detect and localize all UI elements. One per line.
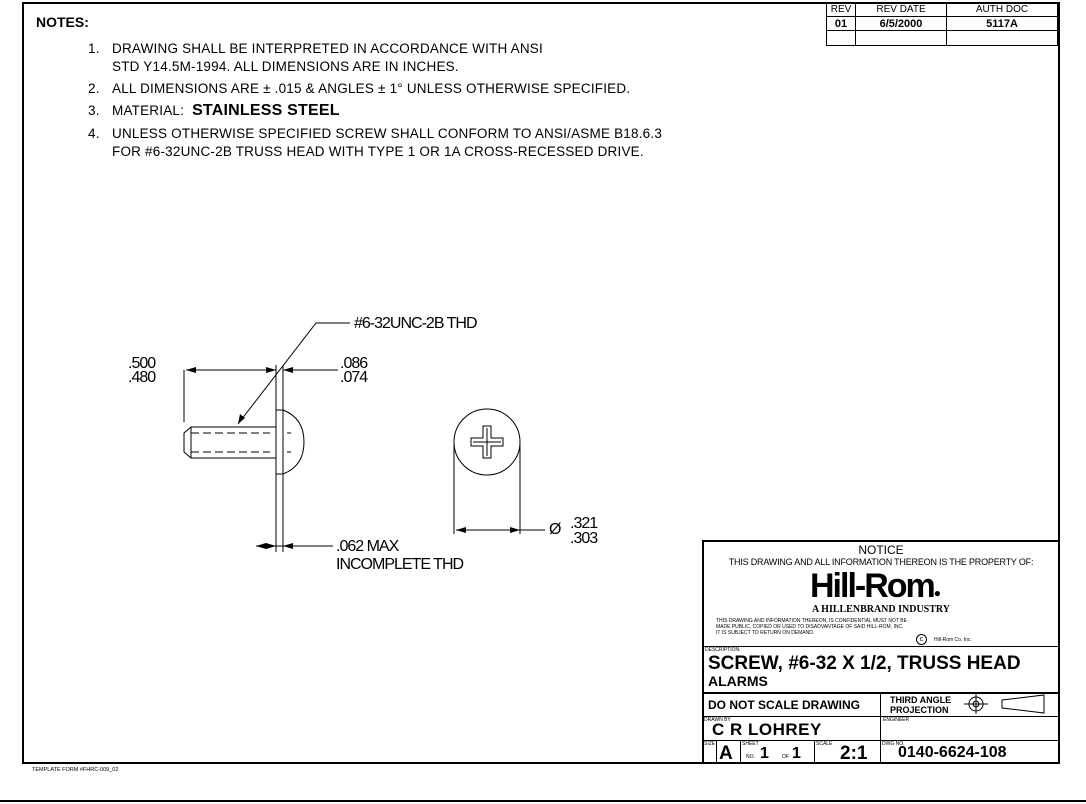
tb-divider: [702, 692, 1060, 694]
cross-recess-inner: [473, 428, 501, 456]
incomplete-value: .062 MAX: [336, 538, 399, 555]
copyright-icon: c: [916, 634, 927, 645]
empty-cell: [946, 30, 1058, 46]
tb-divider: [814, 740, 815, 764]
sheet-no-label: NO.: [746, 754, 755, 760]
incomplete-label: INCOMPLETE THD: [336, 556, 464, 573]
description: SCREW, #6-32 X 1/2, TRUSS HEAD: [708, 653, 1021, 674]
thread-spec: #6-32UNC-2B THD: [354, 315, 478, 332]
head-min: .074: [340, 369, 368, 386]
notice-line: THIS DRAWING AND ALL INFORMATION THEREON…: [728, 557, 1034, 567]
scale-value: 2:1: [840, 743, 868, 764]
arrowhead: [186, 367, 196, 373]
truss-head: [275, 409, 305, 475]
head-recess: [287, 432, 293, 453]
note-4: 4.UNLESS OTHERWISE SPECIFIED SCREW SHALL…: [88, 126, 663, 141]
material-value: STAINLESS STEEL: [192, 102, 340, 119]
description-label: DESCRIPTION:: [705, 647, 741, 653]
logo-dot: ●: [933, 586, 941, 600]
arrowhead: [238, 414, 245, 424]
copyright-text: Hill-Rom Co. Inc.: [934, 637, 972, 643]
drawn-by-label: DRAWN BY: [704, 717, 731, 723]
notes-title: NOTES:: [36, 14, 89, 30]
sheet-of: 1: [792, 745, 801, 762]
arrowhead: [510, 527, 520, 533]
tb-divider: [740, 740, 741, 764]
head-top-view: [453, 408, 521, 476]
confidential-line-2: MADE PUBLIC, COPIED OR USED TO DISADVANT…: [716, 624, 904, 630]
tb-divider: [880, 740, 881, 764]
thread-leader: [237, 322, 350, 425]
arrowhead: [283, 543, 293, 549]
arrowhead: [266, 367, 276, 373]
subsidiary: A HILLENBRAND INDUSTRY: [812, 604, 951, 615]
revision-table: REV REV DATE AUTH DOC 01 6/5/2000 5117A: [826, 2, 1058, 46]
size-value: A: [719, 743, 733, 764]
template-form: TEMPLATE FORM #FHRC-009_02: [32, 767, 119, 773]
note-1: 1.DRAWING SHALL BE INTERPRETED IN ACCORD…: [88, 41, 543, 56]
drawing-border: [22, 2, 1060, 764]
screw-shank: [183, 426, 276, 459]
tb-divider: [702, 646, 1060, 647]
note-2: 2.ALL DIMENSIONS ARE ± .015 & ANGLES ± 1…: [88, 81, 631, 96]
dwg-no-label: DWG NO.: [882, 741, 905, 747]
drawn-by: C R LOHREY: [712, 720, 822, 739]
tb-divider: [702, 740, 1060, 741]
arrowhead: [456, 527, 466, 533]
bottom-rule: [0, 800, 1086, 802]
size-label: SIZE: [704, 741, 716, 747]
do-not-scale: DO NOT SCALE DRAWING: [708, 698, 860, 712]
diameter-symbol: Ø: [549, 521, 561, 538]
thread-lines: [191, 432, 270, 453]
third-angle-projection-icon: [964, 694, 1045, 714]
sheet-label: SHEET: [742, 741, 759, 747]
confidential-line-3: IT IS SUBJECT TO RETURN ON DEMAND.: [716, 630, 815, 636]
note-4-line-2: FOR #6-32UNC-2B TRUSS HEAD WITH TYPE 1 O…: [112, 144, 644, 159]
tb-divider: [702, 716, 1060, 717]
description-2: ALARMS: [708, 673, 768, 689]
company-logo: Hill-Rom●: [810, 567, 941, 605]
note-1-line-2: STD Y14.5M-1994. ALL DIMENSIONS ARE IN I…: [112, 59, 459, 74]
sheet-of-label: OF: [782, 754, 789, 760]
scale-label: SCALE: [816, 741, 833, 747]
confidential-line-1: THIS DRAWING AND INFORMATION THEREON, IS…: [716, 618, 907, 624]
diameter-max: .321: [570, 515, 598, 532]
dwg-no: 0140-6624-108: [898, 744, 1007, 761]
length-max: .500: [128, 355, 156, 372]
tb-divider: [880, 692, 881, 740]
diameter-min: .303: [570, 530, 598, 547]
rev-date-value: 6/5/2000: [855, 16, 947, 31]
tb-divider: [716, 740, 717, 764]
arrowhead: [266, 543, 276, 549]
arrowhead: [256, 543, 266, 549]
note-3: 3.MATERIAL:STAINLESS STEEL: [88, 102, 340, 119]
cross-recess: [470, 425, 504, 459]
sheet-no: 1: [760, 745, 769, 762]
length-min: .480: [128, 369, 156, 386]
head-max: .086: [340, 355, 368, 372]
title-block: [702, 540, 1060, 764]
notice-title: NOTICE: [858, 543, 904, 557]
engineer-label: ENGINEER: [883, 717, 910, 723]
arrowhead: [283, 367, 293, 373]
